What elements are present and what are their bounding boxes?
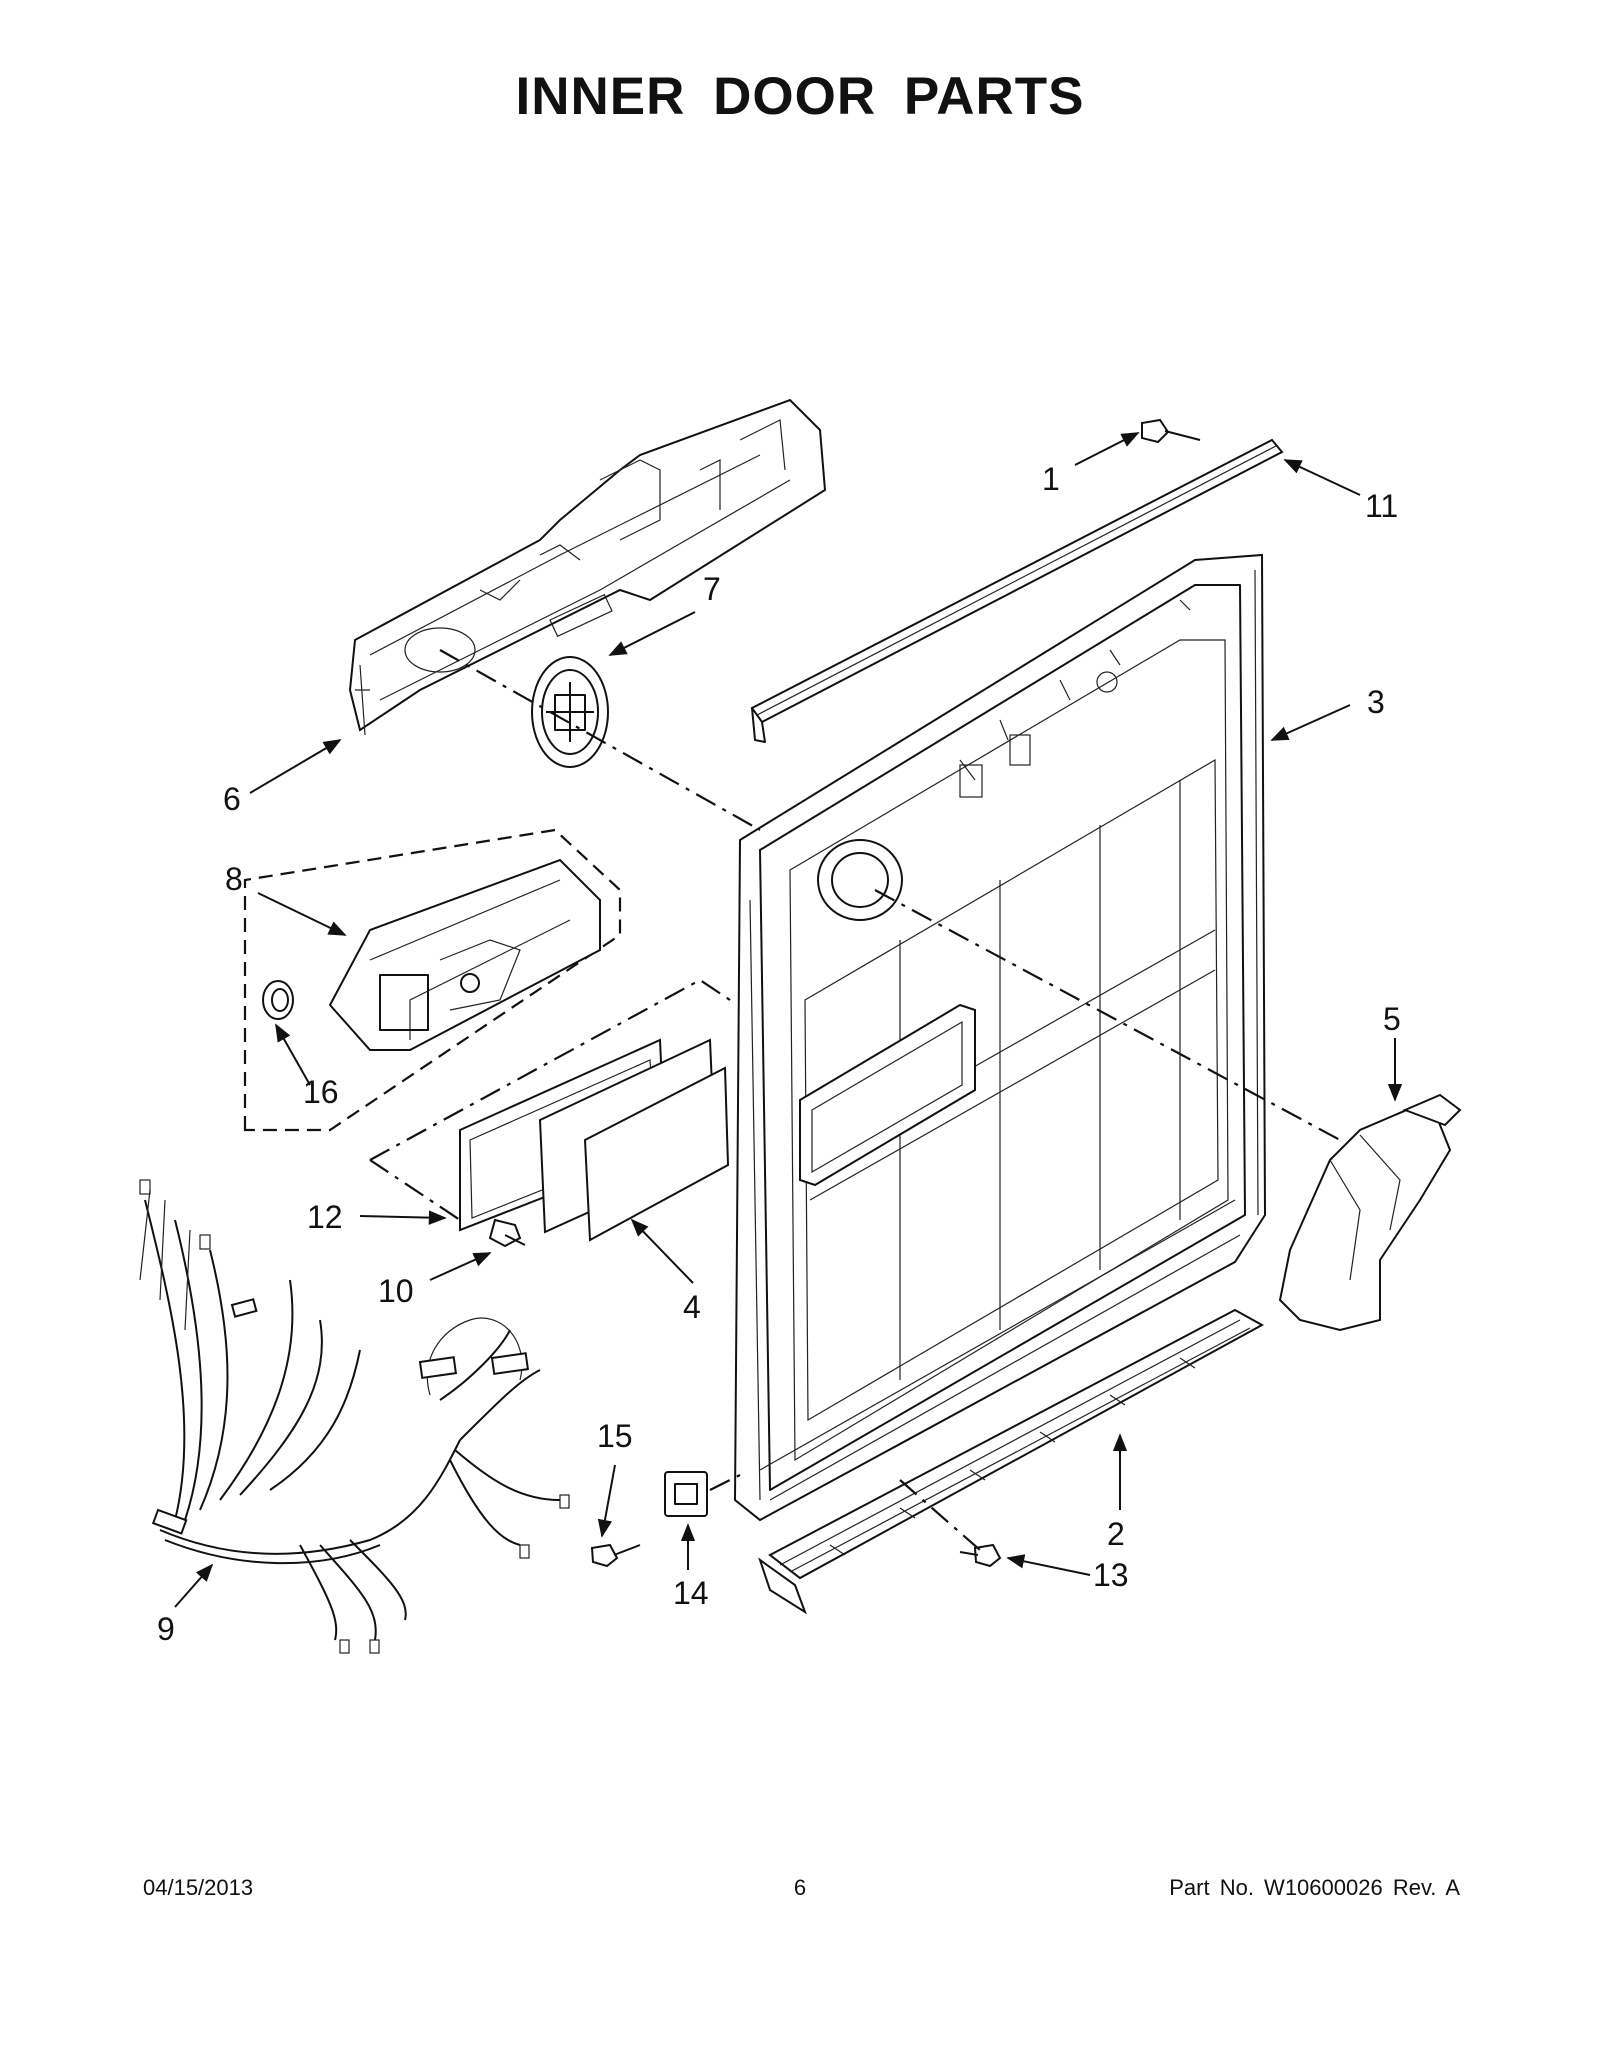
callout-11: 11 [1365, 488, 1398, 524]
callout-5: 5 [1383, 1001, 1401, 1037]
page-title: INNER DOOR PARTS [515, 67, 1085, 126]
vent-disc [531, 656, 609, 768]
footer-part-number: Part No. W10600026 Rev. A [1169, 1875, 1460, 1900]
callout-16: 16 [303, 1074, 339, 1110]
inner-door-panel [733, 553, 1267, 1522]
callout-10: 10 [378, 1273, 414, 1309]
control-housing [348, 398, 827, 736]
footer-date: 04/15/2013 [143, 1875, 254, 1900]
callout-12: 12 [307, 1199, 343, 1235]
knob-part [262, 980, 294, 1020]
callout-9: 9 [157, 1611, 175, 1647]
dispenser-assembly [243, 828, 622, 1132]
screw-13 [959, 1543, 1002, 1568]
callout-6: 6 [223, 781, 241, 817]
screw-1 [1141, 418, 1201, 444]
callout-4: 4 [683, 1289, 701, 1325]
leader-lines [174, 432, 1403, 1608]
callout-1: 1 [1042, 461, 1060, 497]
callout-15: 15 [597, 1418, 633, 1454]
screw-15 [590, 1543, 641, 1568]
callout-13: 13 [1093, 1557, 1129, 1593]
top-door-strip [750, 438, 1284, 743]
callout-3: 3 [1367, 684, 1385, 720]
alignment-lines [439, 649, 1341, 1551]
callout-labels: 1 2 3 4 5 6 7 8 9 10 11 12 13 14 15 16 [157, 461, 1401, 1647]
wire-harness [139, 1179, 570, 1654]
insulation-panels [369, 978, 731, 1242]
vent-duct [1278, 1093, 1462, 1332]
clip-14 [664, 1471, 708, 1517]
callout-14: 14 [673, 1575, 709, 1611]
bottom-door-strip [758, 1308, 1265, 1615]
callout-7: 7 [703, 571, 721, 607]
callout-8: 8 [225, 861, 243, 897]
callout-2: 2 [1107, 1516, 1125, 1552]
footer-page-number: 6 [793, 1875, 807, 1900]
screw-10 [488, 1218, 526, 1248]
